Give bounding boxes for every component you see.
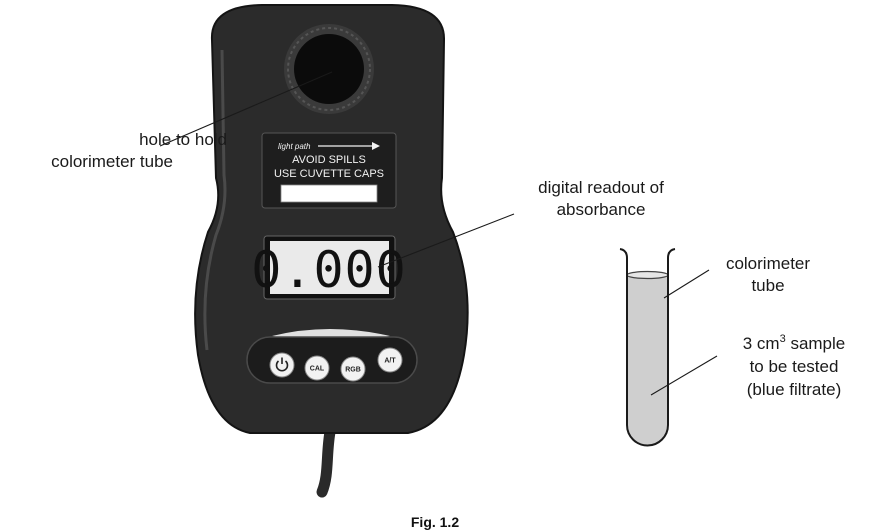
label-sample-sup: 3: [780, 333, 786, 345]
tube-meniscus: [626, 270, 669, 280]
label-hole-line1: hole to hold: [139, 130, 227, 149]
label-tube-line1: colorimeter: [726, 254, 810, 273]
panel-line-avoid-spills: AVOID SPILLS: [292, 154, 366, 166]
label-hole-line2: colorimeter tube: [51, 152, 173, 171]
power-cable: [316, 426, 336, 498]
rgb-button[interactable]: RGB: [340, 356, 366, 382]
cal-button-label: CAL: [310, 366, 325, 373]
rgb-button-label: RGB: [345, 367, 361, 374]
tube-glass: [619, 248, 676, 447]
device-body: [194, 4, 469, 434]
colorimeter-tube: [619, 248, 676, 447]
light-path-label: light path: [278, 142, 311, 151]
at-button-label: A/T: [384, 358, 396, 365]
leader-tube: [663, 269, 710, 299]
label-tube-line2: tube: [751, 276, 784, 295]
light-path-arrow-icon: [318, 142, 380, 150]
device-highlight: [203, 49, 227, 351]
label-sample-line2: to be tested: [750, 357, 839, 376]
colorimeter-device: light path AVOID SPILLS USE CUVETTE CAPS…: [194, 4, 469, 434]
lcd-readout: 0.000: [251, 241, 407, 299]
label-readout-line2: absorbance: [557, 200, 646, 219]
tube-hole-ring: [287, 27, 371, 111]
leader-readout: [377, 213, 515, 268]
label-readout-line1: digital readout of: [538, 178, 664, 197]
lcd-screen: [270, 241, 389, 294]
panel-line-cuvette-caps: USE CUVETTE CAPS: [274, 168, 384, 180]
label-sample-line3: (blue filtrate): [747, 380, 841, 399]
panel-white-label: [280, 184, 378, 203]
figure-caption: Fig. 1.2: [411, 514, 459, 530]
label-sample-prefix: 3 cm: [743, 334, 780, 353]
tube-sample-fill: [627, 275, 668, 446]
power-button[interactable]: [269, 352, 295, 378]
label-sample-suffix: sample: [786, 334, 846, 353]
power-icon: [275, 357, 289, 372]
leader-hole: [159, 71, 333, 147]
at-button[interactable]: A/T: [377, 347, 403, 373]
label-sample-line1: 3 cm3 sample: [743, 333, 846, 353]
cal-button[interactable]: CAL: [304, 355, 330, 381]
leader-sample: [650, 355, 718, 396]
tube-hole: [294, 34, 364, 104]
